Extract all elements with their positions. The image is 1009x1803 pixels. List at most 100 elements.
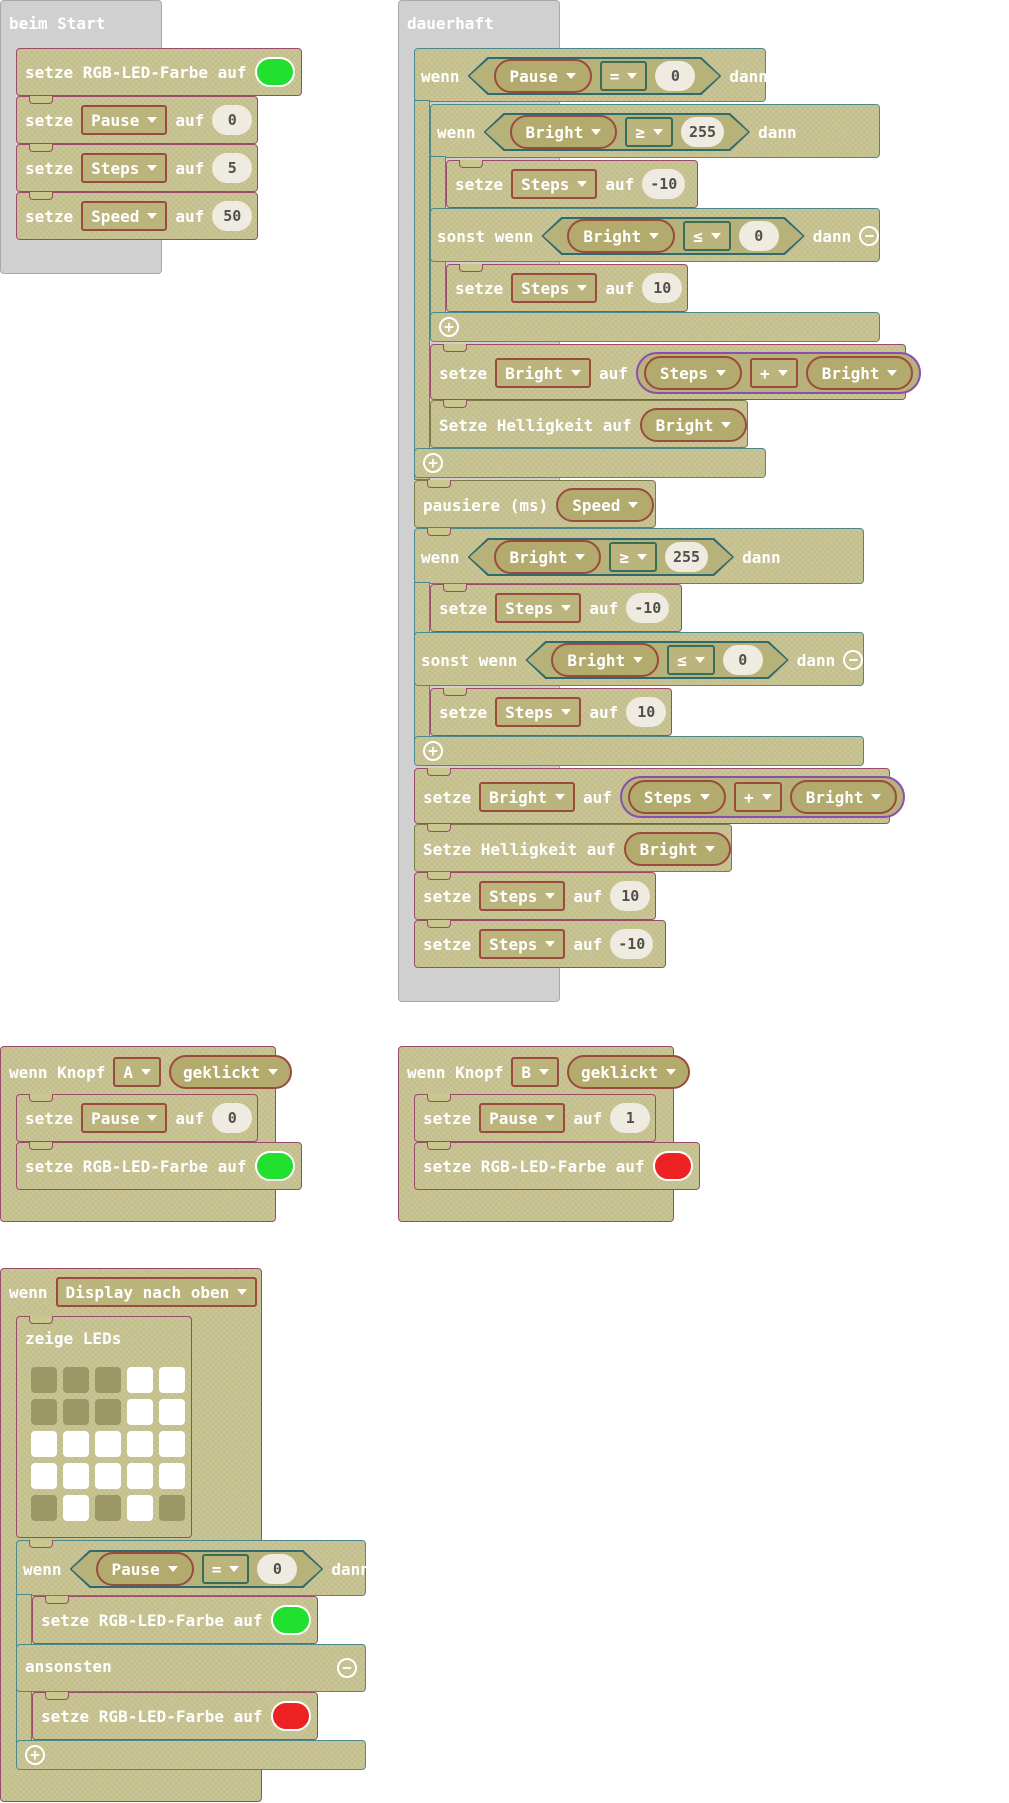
value-input[interactable]: 0	[212, 105, 253, 135]
if-block[interactable]: wenn Bright ≥ 255 dann	[414, 528, 864, 584]
add-branch-icon[interactable]: +	[423, 741, 443, 761]
set-variable-block[interactable]: setze Pause auf 1	[414, 1094, 656, 1142]
set-variable-math-block[interactable]: setze Bright auf Steps + Bright	[414, 768, 906, 824]
compare-block[interactable]: Bright ≤ 0	[525, 641, 788, 679]
value-input[interactable]: 1	[610, 1103, 651, 1133]
math-block[interactable]: Steps + Bright	[635, 352, 922, 394]
show-leds-block[interactable]: zeige LEDs	[16, 1316, 192, 1538]
value-input[interactable]: 10	[642, 273, 683, 303]
button-dropdown[interactable]: A	[113, 1057, 161, 1087]
led-cell[interactable]	[95, 1431, 121, 1457]
set-variable-block[interactable]: setze Steps auf -10	[446, 160, 698, 208]
led-cell[interactable]	[159, 1367, 185, 1393]
led-cell[interactable]	[31, 1495, 57, 1521]
led-cell[interactable]	[95, 1367, 121, 1393]
led-grid[interactable]	[31, 1367, 185, 1521]
set-rgb-block[interactable]: setze RGB-LED-Farbe auf	[32, 1596, 318, 1644]
math-block[interactable]: Steps + Bright	[619, 776, 906, 818]
set-variable-block[interactable]: setze Pause auf 0	[16, 1094, 258, 1142]
variable-dropdown[interactable]: Steps	[479, 881, 566, 911]
compare-block[interactable]: Pause = 0	[70, 1550, 324, 1588]
set-brightness-block[interactable]: Setze Helligkeit auf Bright	[414, 824, 732, 872]
led-cell[interactable]	[127, 1367, 153, 1393]
rgb-color-swatch[interactable]	[270, 1605, 311, 1635]
led-cell[interactable]	[159, 1495, 185, 1521]
variable-reporter[interactable]: Bright	[551, 643, 660, 677]
remove-branch-icon[interactable]: −	[337, 1658, 357, 1678]
operator-dropdown[interactable]: ≤	[667, 645, 715, 675]
variable-dropdown[interactable]: Bright	[479, 782, 575, 812]
variable-reporter[interactable]: Bright	[493, 540, 602, 574]
led-cell[interactable]	[63, 1495, 89, 1521]
pause-block[interactable]: pausiere (ms) Speed	[414, 480, 656, 528]
variable-reporter[interactable]: Bright	[567, 219, 676, 253]
value-input[interactable]: 0	[212, 1103, 253, 1133]
value-input[interactable]: 0	[722, 645, 763, 675]
gesture-dropdown[interactable]: Display nach oben	[55, 1277, 258, 1307]
variable-dropdown[interactable]: Steps	[81, 153, 168, 183]
compare-block[interactable]: Bright ≤ 0	[541, 217, 804, 255]
value-input[interactable]: 255	[680, 117, 725, 147]
variable-dropdown[interactable]: Steps	[511, 273, 598, 303]
compare-block[interactable]: Bright ≥ 255	[468, 538, 735, 576]
led-cell[interactable]	[31, 1463, 57, 1489]
set-rgb-block[interactable]: setze RGB-LED-Farbe auf	[32, 1692, 318, 1740]
variable-reporter[interactable]: Bright	[789, 780, 898, 814]
led-cell[interactable]	[95, 1463, 121, 1489]
led-cell[interactable]	[63, 1431, 89, 1457]
value-input[interactable]: 255	[664, 542, 709, 572]
set-rgb-block[interactable]: setze RGB-LED-Farbe auf	[16, 1142, 302, 1190]
compare-block[interactable]: Bright ≥ 255	[484, 113, 751, 151]
value-input[interactable]: 0	[655, 61, 696, 91]
variable-dropdown[interactable]: Speed	[81, 201, 168, 231]
variable-reporter[interactable]: Speed	[556, 488, 655, 522]
remove-branch-icon[interactable]: −	[859, 226, 880, 246]
set-variable-math-block[interactable]: setze Bright auf Steps + Bright	[430, 344, 922, 400]
led-cell[interactable]	[127, 1463, 153, 1489]
variable-dropdown[interactable]: Steps	[495, 697, 582, 727]
value-input[interactable]: 0	[738, 221, 779, 251]
add-branch-icon[interactable]: +	[439, 317, 459, 337]
led-cell[interactable]	[95, 1495, 121, 1521]
variable-dropdown[interactable]: Steps	[479, 929, 566, 959]
variable-dropdown[interactable]: Steps	[511, 169, 598, 199]
set-variable-block[interactable]: setze Steps auf 10	[414, 872, 656, 920]
value-input[interactable]: 5	[212, 153, 253, 183]
value-input[interactable]: 10	[626, 697, 667, 727]
value-input[interactable]: 10	[610, 881, 651, 911]
set-variable-block[interactable]: setze Speed auf 50	[16, 192, 258, 240]
variable-dropdown[interactable]: Pause	[81, 105, 168, 135]
variable-reporter[interactable]: Steps	[643, 356, 743, 390]
set-rgb-block[interactable]: setze RGB-LED-Farbe auf	[414, 1142, 700, 1190]
action-dropdown[interactable]: geklickt	[566, 1055, 691, 1089]
led-cell[interactable]	[159, 1431, 185, 1457]
compare-block[interactable]: Pause = 0	[468, 57, 722, 95]
variable-dropdown[interactable]: Bright	[495, 358, 591, 388]
variable-reporter[interactable]: Bright	[509, 115, 618, 149]
variable-reporter[interactable]: Bright	[639, 408, 748, 442]
variable-reporter[interactable]: Pause	[95, 1552, 194, 1586]
operator-dropdown[interactable]: ≥	[609, 542, 657, 572]
value-input[interactable]: -10	[626, 593, 670, 623]
set-rgb-block[interactable]: setze RGB-LED-Farbe auf	[16, 48, 302, 96]
led-cell[interactable]	[127, 1495, 153, 1521]
rgb-color-swatch[interactable]	[652, 1151, 693, 1181]
variable-dropdown[interactable]: Steps	[495, 593, 582, 623]
led-cell[interactable]	[63, 1463, 89, 1489]
operator-dropdown[interactable]: ≤	[683, 221, 731, 251]
rgb-color-swatch[interactable]	[254, 57, 295, 87]
led-cell[interactable]	[95, 1399, 121, 1425]
if-block[interactable]: wenn Pause = 0 dann	[414, 48, 768, 102]
value-input[interactable]: -10	[642, 169, 686, 199]
operator-dropdown[interactable]: =	[201, 1554, 250, 1584]
value-input[interactable]: 0	[257, 1554, 298, 1584]
led-cell[interactable]	[31, 1431, 57, 1457]
led-cell[interactable]	[159, 1399, 185, 1425]
led-cell[interactable]	[63, 1399, 89, 1425]
variable-reporter[interactable]: Steps	[627, 780, 727, 814]
set-variable-block[interactable]: setze Steps auf -10	[430, 584, 682, 632]
else-if-block[interactable]: sonst wenn Bright ≤ 0 dann −	[414, 632, 864, 686]
led-cell[interactable]	[31, 1367, 57, 1393]
math-operator-dropdown[interactable]: +	[750, 358, 798, 388]
set-variable-block[interactable]: setze Steps auf 5	[16, 144, 258, 192]
